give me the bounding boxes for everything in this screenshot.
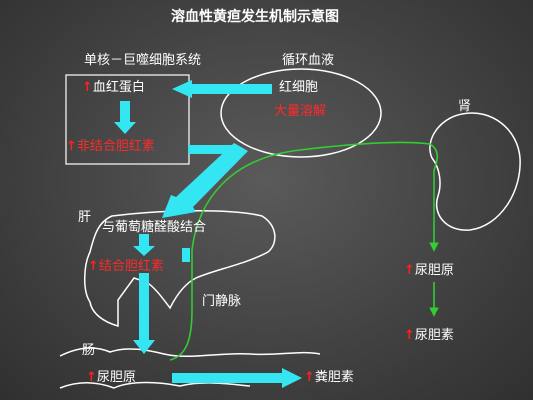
urobilinogen-urine-row: ↑尿胆原 [404,263,454,279]
label-portal-vein: 门静脉 [202,294,242,309]
stercobilin-row: ↑粪胆素 [304,370,354,386]
arrow-rbc-to-hemoglobin [172,80,272,98]
label-urobilin: 尿胆素 [414,328,454,343]
label-urobilinogen-gut: 尿胆原 [96,370,136,385]
label-unconjugated-bilirubin: 非结合胆红素 [76,139,155,154]
increase-icon: ↑ [82,80,93,95]
label-rbc: 红细胞 [279,80,319,95]
green-return-path [169,141,439,361]
conj-bili-row: ↑结合胆红素 [88,259,164,275]
bile-connector [182,248,190,262]
arrow-bilirubin-to-junction [188,145,236,154]
intestine-upper-line [59,347,321,358]
increase-icon: ↑ [88,259,99,274]
liver-shape [84,209,276,327]
urobilinogen-gut-row: ↑尿胆原 [86,370,136,386]
increase-icon: ↑ [404,328,415,343]
arrow-to-stercobilin [172,368,302,388]
arrow-hemoglobin-to-bilirubin [114,101,136,134]
diagram-title: 溶血性黄疸发生机制示意图 [171,9,339,25]
circulation-ellipse [220,68,382,158]
label-conjugated-bilirubin: 结合胆红素 [98,259,164,274]
label-hemolysis: 大量溶解 [274,104,327,119]
increase-icon: ↑ [404,263,415,278]
kidney-shape [429,112,521,231]
increase-icon: ↑ [86,370,97,385]
increase-icon: ↑ [304,370,315,385]
intestine-lower-line [59,381,251,389]
label-urobilinogen-urine: 尿胆原 [414,263,454,278]
arrow-to-conjugated [133,234,155,256]
label-hemoglobin: 血红蛋白 [92,80,145,95]
hemoglobin-row: ↑血红蛋白 [82,80,145,96]
unconj-bili-row: ↑非结合胆红素 [66,139,155,155]
urobilin-row: ↑尿胆素 [404,328,454,344]
label-glucuronide: 与葡萄糖醛酸结合 [102,220,207,235]
label-circulation: 循环血液 [282,53,335,68]
label-intestine: 肠 [82,343,96,358]
arrow-to-liver [162,143,248,218]
label-mononuclear: 单核－巨噬细胞系统 [84,53,202,68]
increase-icon: ↑ [66,139,77,154]
arrow-to-intestine [133,273,155,354]
label-liver: 肝 [78,210,92,225]
label-stercobilin: 粪胆素 [314,370,354,385]
label-kidney: 肾 [458,99,472,114]
mononuclear-box [65,74,190,165]
